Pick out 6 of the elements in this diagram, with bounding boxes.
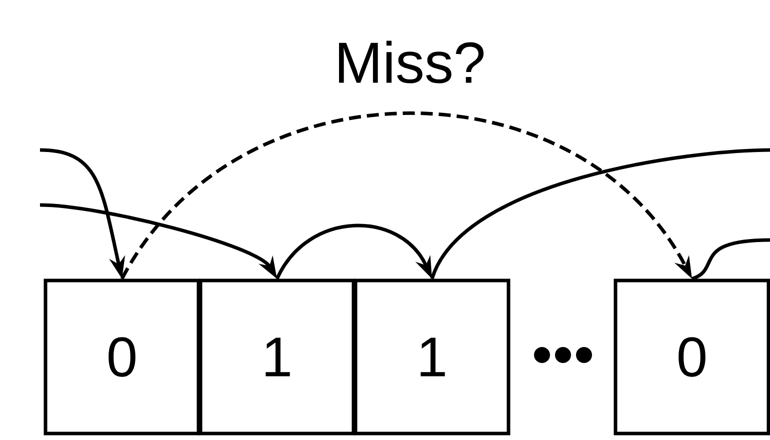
edge-label: Miss?	[332, 38, 488, 86]
bit-box: 1	[354, 278, 510, 436]
bit-box: 1	[198, 278, 356, 436]
bit-box: 0	[44, 278, 200, 436]
arrow	[275, 224, 432, 280]
bit-box: 0	[614, 278, 770, 436]
